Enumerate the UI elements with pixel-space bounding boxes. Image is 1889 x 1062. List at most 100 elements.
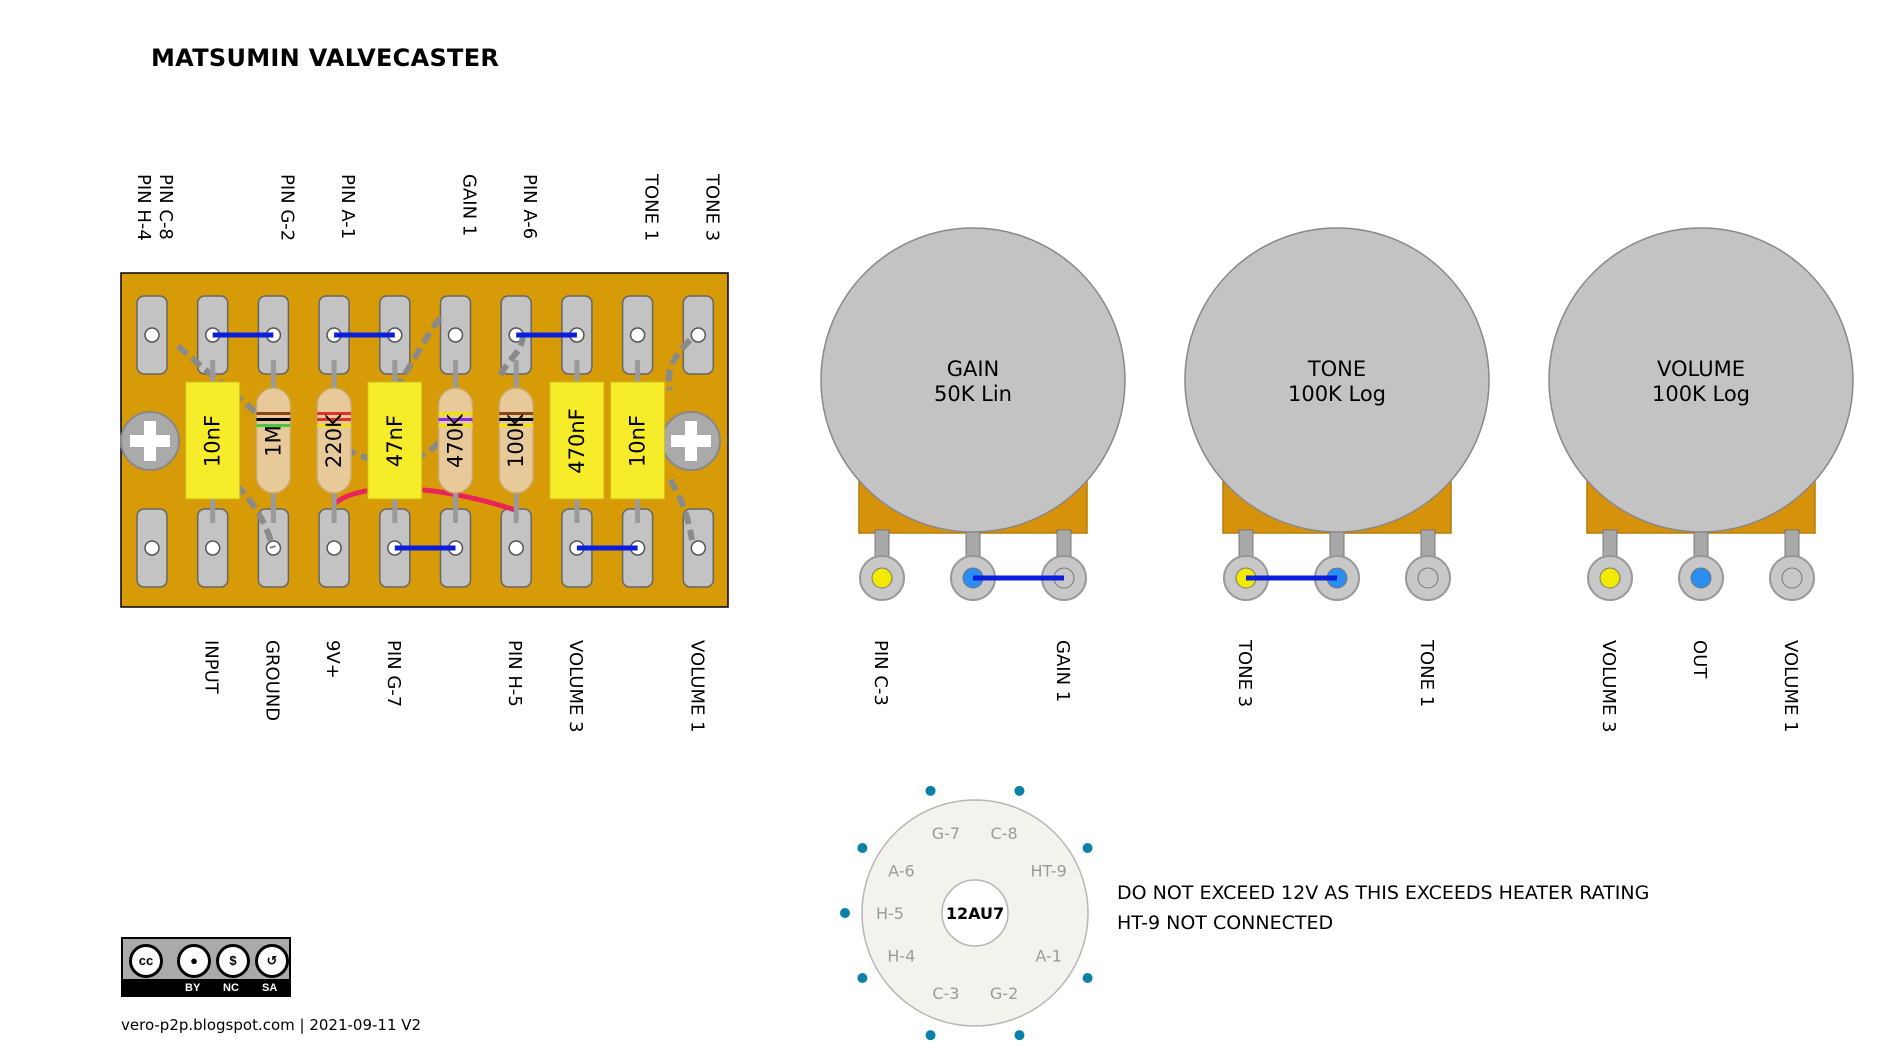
- license-strip: [123, 979, 289, 995]
- top-label-4: PIN A-6: [519, 174, 540, 239]
- top-label-1: PIN G-2: [276, 174, 297, 241]
- pot-terminal-label: PIN C-3: [870, 640, 891, 706]
- capacitor-body: [610, 381, 666, 500]
- pot-value: 100K Log: [1288, 382, 1386, 406]
- pot-terminal-label: GAIN 1: [1052, 640, 1073, 702]
- pot-terminal-label: TONE 1: [1416, 639, 1437, 707]
- tube-pin-dot-6: [857, 973, 868, 983]
- pot-terminal-label: VOLUME 3: [1598, 640, 1619, 733]
- tube-pin-label-3: A-1: [1035, 947, 1062, 966]
- tube-pin-dot-2: [1082, 843, 1093, 853]
- top-label-3: GAIN 1: [459, 174, 480, 236]
- pot-knob: [1548, 227, 1854, 533]
- resistor-5: 100K: [498, 360, 534, 523]
- pot-value: 50K Lin: [934, 382, 1012, 406]
- resistor-band: [317, 412, 352, 415]
- resistor-2: 220K: [316, 360, 352, 523]
- pad-hole-9: [690, 327, 707, 343]
- pot-knob: [820, 227, 1126, 533]
- info-note: HT-9 NOT CONNECTED: [1117, 912, 1334, 934]
- ground-wire-5: [665, 337, 693, 391]
- pot-terminal-label: TONE 3: [1234, 639, 1255, 707]
- resistor-band: [317, 418, 352, 421]
- tube-pin-dot-4: [1014, 1030, 1025, 1041]
- component-value-label: 470nF: [565, 408, 589, 473]
- resistor-band: [438, 418, 473, 421]
- pad-hole-2: [265, 540, 282, 556]
- license-nc: NC: [223, 982, 239, 994]
- pot-name: VOLUME: [1657, 357, 1745, 381]
- pot-value: 100K Log: [1652, 382, 1750, 406]
- pot-terminal-dot: [871, 567, 893, 589]
- resistor-4: 470K: [437, 360, 474, 523]
- component-value-label: 100K: [504, 413, 528, 468]
- tube-pin-dot-7: [840, 908, 850, 918]
- capacitor-body: [549, 381, 605, 500]
- tube-center: [941, 879, 1009, 947]
- resistor-band: [317, 424, 352, 427]
- capacitor-body: [367, 381, 423, 500]
- pad-hole-8: [629, 327, 646, 343]
- footer-credit: vero-p2p.blogspot.com | 2021-09-11 V2: [121, 1016, 422, 1034]
- capacitor-6: 470nF: [549, 360, 605, 523]
- bottom-label-4: PIN H-5: [504, 640, 525, 707]
- pot-terminal-label: VOLUME 1: [1780, 640, 1801, 733]
- top-label-2: PIN A-1: [337, 174, 358, 239]
- resistor-band: [499, 424, 534, 427]
- resistor-band: [499, 412, 534, 415]
- component-value-label: 10nF: [626, 415, 650, 467]
- page-title: MATSUMIN VALVECASTER: [151, 44, 500, 72]
- tube-pin-label-1: C-8: [991, 824, 1018, 843]
- bottom-label-2: 9V+: [322, 640, 343, 679]
- tube-pin-label-2: HT-9: [1030, 862, 1066, 881]
- top-label-6: TONE 3: [701, 173, 722, 241]
- pad-hole-0: [144, 540, 160, 556]
- pot-terminal-dot: [1599, 567, 1621, 589]
- tube-pin-dot-5: [925, 1030, 936, 1041]
- component-value-label: 10nF: [201, 415, 225, 467]
- screw-cross-1: [671, 421, 711, 461]
- pot-terminal-dot: [1417, 567, 1439, 589]
- bottom-label-5: VOLUME 3: [565, 640, 586, 733]
- bottom-label-3: PIN G-7: [383, 640, 404, 707]
- capacitor-0: 10nF: [185, 360, 241, 523]
- component-value-label: 1M: [261, 425, 285, 456]
- noncommercial-icon: $: [216, 944, 250, 978]
- tube-pin-label-7: H-5: [876, 904, 904, 923]
- warning-note: DO NOT EXCEED 12V AS THIS EXCEEDS HEATER…: [1117, 882, 1650, 904]
- pad-hole-5: [447, 327, 464, 343]
- pot-name: TONE: [1307, 357, 1366, 381]
- pad-hole-9: [690, 540, 707, 556]
- cc-icon: cc: [129, 944, 163, 978]
- pot-knob: [1184, 227, 1490, 533]
- tube-pin-label-4: G-2: [990, 984, 1018, 1003]
- bottom-label-1: GROUND: [261, 640, 282, 721]
- resistor-band: [499, 418, 534, 421]
- ground-wire-3: [328, 435, 445, 465]
- screw-cross-0: [130, 421, 170, 461]
- bottom-label-6: VOLUME 1: [686, 640, 707, 733]
- license-badge: cc ● $ ↺ BY NC SA: [121, 937, 291, 997]
- sharealike-icon: ↺: [255, 944, 289, 978]
- capacitor-body: [185, 381, 241, 500]
- resistor-band: [256, 418, 291, 421]
- tube-pin-dot-3: [1082, 973, 1093, 983]
- license-by: BY: [185, 982, 201, 994]
- top-label-5: TONE 1: [641, 173, 662, 241]
- tube-pin-dot-0: [925, 785, 936, 796]
- resistor-1: 1M: [255, 360, 292, 523]
- pot-terminal-dot: [1781, 567, 1803, 589]
- pad-hole-3: [326, 540, 342, 556]
- pot-terminal-label: OUT: [1689, 640, 1710, 679]
- tube-pin-label-8: A-6: [888, 862, 915, 881]
- resistor-band: [256, 424, 291, 427]
- pad-hole-0: [144, 327, 160, 343]
- top-label-0: PIN H-4: [133, 174, 154, 241]
- pot-name: GAIN: [947, 357, 1000, 381]
- tube-pin-label-5: C-3: [932, 984, 959, 1003]
- license-sa: SA: [262, 982, 278, 994]
